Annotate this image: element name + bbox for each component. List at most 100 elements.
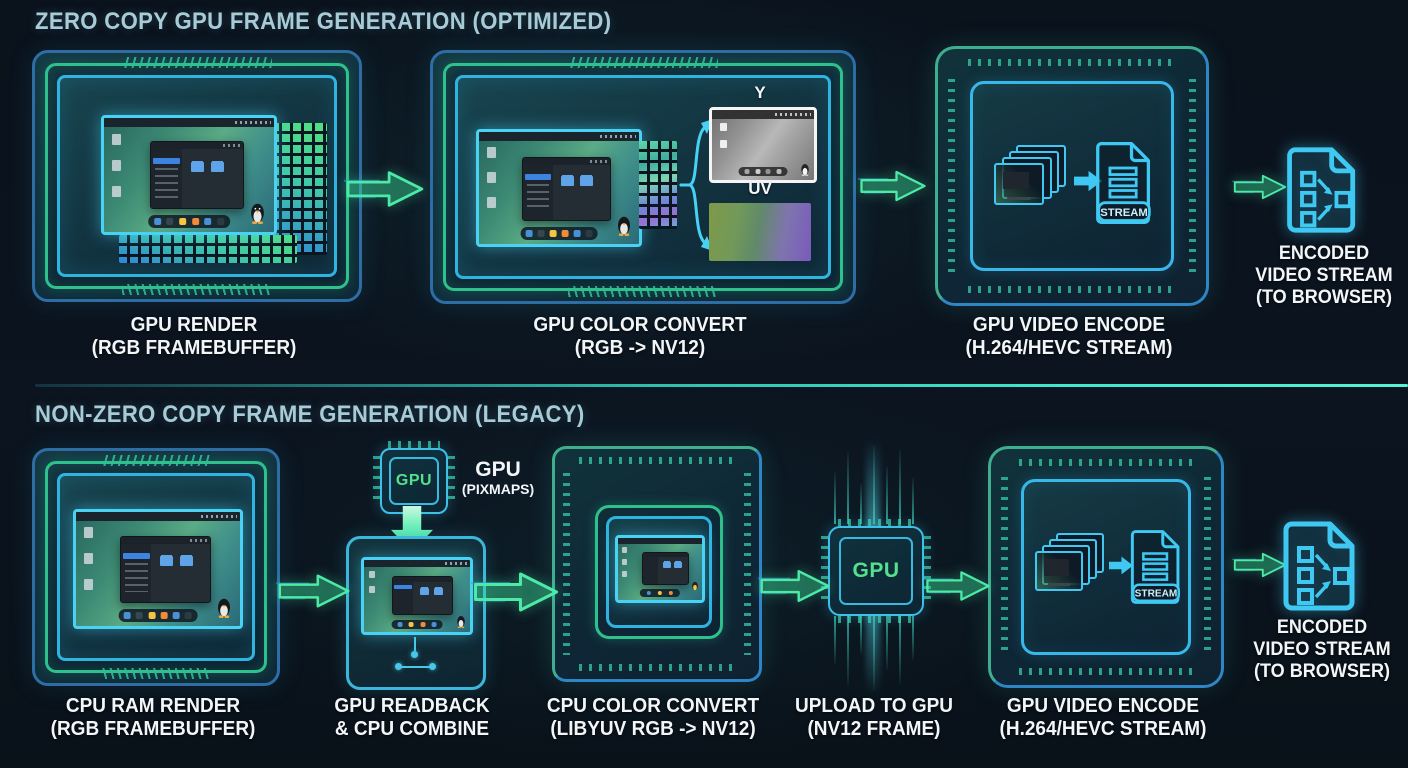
dock-icon (166, 218, 174, 225)
frame-front (1035, 551, 1083, 591)
sidebar-selection (393, 584, 412, 589)
desktop-icon (84, 527, 93, 538)
trace-line (886, 616, 888, 670)
topbar-indicators (445, 562, 467, 565)
gpu-render-box (32, 50, 362, 302)
tux-penguin-icon (218, 598, 230, 618)
trace-line (860, 616, 862, 654)
dock-icon (204, 218, 212, 225)
pixel-grid (271, 123, 327, 255)
gpu-chip-label: GPU (839, 537, 913, 605)
desktop-icon (112, 134, 121, 145)
caption-line: (H.264/HEVC STREAM) (999, 718, 1207, 740)
topbar-indicators (775, 113, 811, 116)
circuit-traces-top (834, 444, 914, 524)
topbar-indicators (600, 135, 636, 138)
chip-pins (563, 473, 570, 655)
trace-line (912, 616, 914, 660)
uv-plane-image (709, 203, 811, 261)
dock-icon (179, 218, 187, 225)
dock-icon (573, 230, 581, 237)
gpu-readback-box (346, 536, 486, 690)
upload-gpu-chip: GPU (821, 519, 931, 623)
caption-line: GPU RENDER (130, 314, 258, 336)
desktop-topbar (479, 132, 639, 141)
dock-icon (776, 169, 782, 174)
encoded-stream-file-icon (1283, 521, 1355, 611)
dock-icon (191, 218, 199, 225)
tux-penguin-icon (801, 164, 809, 176)
caption-line: (H.264/HEVC STREAM) (965, 337, 1173, 359)
dock-icon (408, 622, 414, 627)
stream-document-icon: STREAM (1130, 530, 1181, 604)
dock-icon (658, 591, 662, 595)
folder-icon (160, 556, 174, 567)
cpu-color-convert-box (552, 446, 762, 682)
trace-line (873, 446, 875, 524)
window-sidebar (642, 556, 658, 584)
dock-icon (549, 230, 557, 237)
desktop-topbar (618, 538, 702, 544)
dock-icon (397, 622, 403, 627)
chip-pins (388, 441, 440, 448)
gpu-pixmaps-chip: GPU (373, 441, 455, 514)
sidebar-rows (154, 167, 179, 198)
trace-line (886, 466, 888, 524)
trace-line (834, 616, 836, 664)
folder-icon (434, 588, 444, 596)
sidebar-selection (123, 552, 150, 559)
caption-line: (LIBYUV RGB -> NV12) (550, 718, 756, 740)
pixel-grid (119, 235, 297, 263)
chip-pins (579, 457, 735, 464)
circuit-ticks (122, 57, 272, 68)
desktop-icon (487, 197, 496, 208)
circuit-ticks (101, 455, 211, 466)
chip-pins (1019, 459, 1193, 466)
dock-icon (185, 612, 193, 619)
flow-arrow (342, 171, 424, 207)
trace-line (899, 616, 901, 684)
caption-cpu-color-convert: CPU COLOR CONVERT (LIBYUV RGB -> NV12) (547, 695, 759, 741)
stream-label: STREAM (1100, 207, 1148, 219)
mini-window (1044, 559, 1069, 577)
mini-dock (1007, 197, 1031, 200)
flow-arrow (274, 574, 350, 608)
caption-line: (TO BROWSER) (1253, 661, 1391, 682)
combine-node-dot (411, 651, 418, 658)
trace-line (899, 450, 901, 524)
window-buttons (222, 143, 241, 147)
linux-desktop-thumbnail (361, 557, 473, 635)
tux-penguin-icon (251, 203, 264, 224)
caption-gpu-color-convert: GPU COLOR CONVERT (RGB -> NV12) (533, 314, 746, 360)
linux-desktop-thumbnail (101, 115, 277, 235)
section-title-zero-copy: ZERO COPY GPU FRAME GENERATION (OPTIMIZE… (35, 8, 612, 35)
window-buttons (589, 159, 608, 163)
desktop-icon (112, 160, 121, 171)
file-manager-window (149, 140, 244, 209)
caption-upload-to-gpu: UPLOAD TO GPU (NV12 FRAME) (795, 695, 953, 741)
desktop-topbar (104, 118, 274, 127)
file-manager-window (522, 156, 611, 222)
desktop-icon (487, 147, 496, 158)
caption-cpu-ram-render: CPU RAM RENDER (RGB FRAMEBUFFER) (51, 695, 256, 741)
caption-line: UPLOAD TO GPU (795, 695, 953, 717)
dock-icon (765, 169, 771, 174)
trace-line (860, 484, 862, 524)
window-titlebar (642, 552, 688, 557)
dock-icon (153, 218, 161, 225)
dock (738, 167, 788, 176)
desktop-icon (487, 172, 496, 183)
desktop-icon (369, 586, 375, 593)
tux-penguin-icon (457, 616, 465, 628)
dock-icon (172, 612, 180, 619)
frame-stack (994, 145, 1066, 207)
trace-line (847, 452, 849, 524)
desktop-topbar (712, 110, 814, 119)
file-manager-window (391, 575, 453, 616)
caption-line: GPU READBACK (334, 695, 490, 717)
folder-icon (561, 176, 575, 187)
folder-icon (191, 161, 205, 172)
caption-line: (RGB -> NV12) (574, 337, 706, 359)
chip-pins (448, 456, 455, 506)
